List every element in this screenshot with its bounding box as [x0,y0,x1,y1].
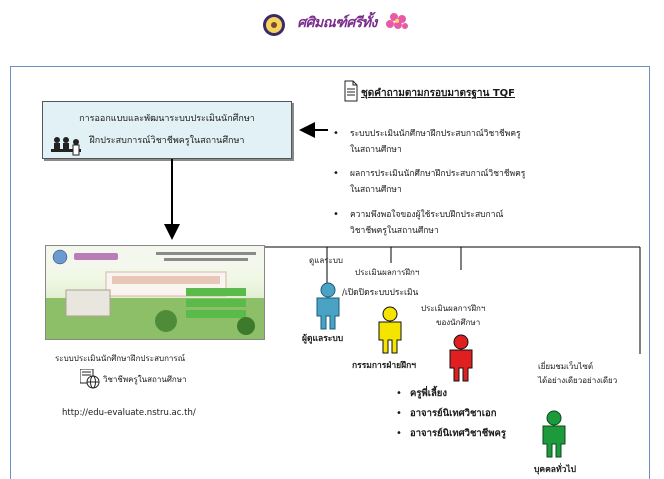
bullet-dot: • [396,388,402,399]
tqf-item-1-line-2: ในสถานศึกษา [350,145,402,155]
system-label-line-1: ระบบประเมินนักศึกษาฝึกประสบการณ์ [55,354,186,363]
bullet-dot: • [396,408,402,419]
action-evaluate-label: ประเมินผลการฝึกฯ [355,268,420,277]
committee-person-icon [378,306,402,354]
web-globe-icon [80,369,100,389]
action-visit-line-2: ได้อย่างเดียวอย่างเดียว [538,376,618,385]
design-process-box: การออกแบบและพัฒนาระบบประเมินนักศึกษา ฝึก… [42,101,292,159]
role-admin-label: ผู้ดูแลระบบ [302,334,344,344]
bullet-dot: • [333,168,339,179]
action-toggle-label: /เปิดปิดระบบประเมิน [342,288,419,298]
role-committee-label: กรรมการฝ่ายฝึกฯ [352,361,416,371]
tqf-item-2-line-1: ผลการประเมินนักศึกษาฝึกประสบกาณ์วิชาชีพค… [350,169,526,179]
evaluator-person-icon [449,334,473,382]
admin-person-icon [316,282,340,330]
tqf-item-3-line-1: ความพึงพอใจของผู้ใช้ระบบฝึกประสบกาณ์ [350,210,504,220]
design-box-line-1: การออกแบบและพัฒนาระบบประเมินนักศึกษา [79,114,255,124]
document-icon [344,80,358,102]
tqf-item-1-line-1: ระบบประเมินนักศึกษาฝึกประสบกาณ์วิชาชีพคร… [350,129,521,139]
bullet-dot: • [333,209,339,220]
flower-logo-icon [263,13,408,36]
bullet-dot: • [333,128,339,139]
evaluator-item: อาจารย์นิเทศวิชาชีพครู [410,428,506,439]
tqf-item-2-line-2: ในสถานศึกษา [350,185,402,195]
bullet-dot: • [396,428,402,439]
action-visit-line-1: เยี่ยมชมเว็บไซต์ [538,362,594,371]
evaluator-item: ครูพี่เลี้ยง [410,388,447,399]
evaluator-item: อาจารย์นิเทศวิชาเอก [410,408,497,419]
website-thumbnail-image [46,246,264,339]
meeting-people-icon [51,137,81,156]
tqf-question-title: ชุดคำถามตามกรอบมาตรฐาน TQF [361,88,516,99]
action-student-eval-line-2: ของนักศึกษา [436,318,481,327]
system-url[interactable]: http://edu-evaluate.nstru.ac.th/ [62,408,196,418]
public-person-icon [542,410,566,458]
design-box-line-2: ฝึกประสบการณ์วิชาชีพครูในสถานศึกษา [89,136,245,146]
diagram-frame [10,66,650,479]
logo-text: ศศิมณฑ์ศรีทั้ง [297,15,377,31]
action-view-label: ดูแลระบบ [309,256,344,265]
website-screenshot [45,245,265,340]
action-student-eval-line-1: ประเมินผลการฝึกฯ [421,304,486,313]
role-public-label: บุคคลทั่วไป [534,465,577,475]
tqf-item-3-line-2: วิชาชีพครูในสถานศึกษา [350,226,439,236]
site-logo: ศศิมณฑ์ศรีทั้ง [262,6,412,40]
system-label-line-2: วิชาชีพครูในสถานศึกษา [103,375,187,384]
